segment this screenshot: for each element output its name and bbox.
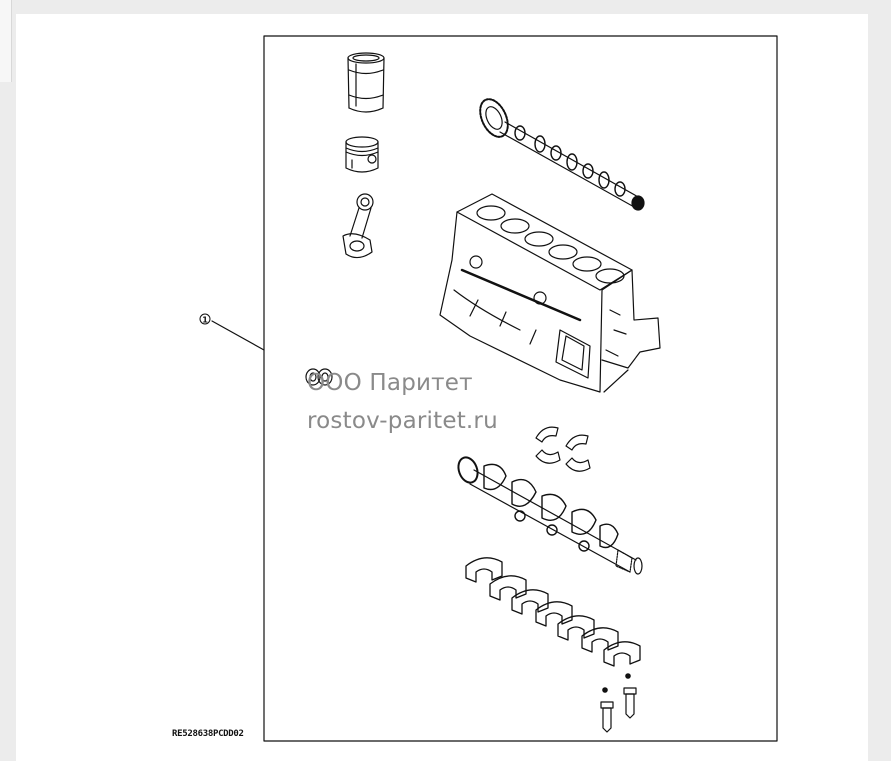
- connecting-rod: [342, 193, 374, 259]
- thrust-washer-pair-left: [305, 368, 333, 386]
- bolts: [600, 673, 637, 733]
- watermark-company-name: ООО Паритет: [307, 370, 473, 396]
- camshaft: [479, 98, 645, 211]
- left-panel-strip: [0, 0, 12, 82]
- drawing-code-label: RE528638PCDD02: [172, 729, 244, 739]
- cylinder-block: [439, 193, 661, 393]
- cylinder-liner: [347, 52, 385, 113]
- thrust-washers: [535, 426, 591, 472]
- callout-leader-line: [211, 320, 265, 351]
- piston: [345, 136, 379, 173]
- drawing-sheet: [16, 14, 868, 761]
- watermark-website: rostov-paritet.ru: [307, 408, 498, 434]
- callout-circle: [199, 313, 211, 325]
- main-bearing-caps: [465, 557, 641, 667]
- crankshaft: [457, 456, 643, 575]
- callout-number: 1: [202, 316, 208, 325]
- diagram-frame: [263, 35, 778, 742]
